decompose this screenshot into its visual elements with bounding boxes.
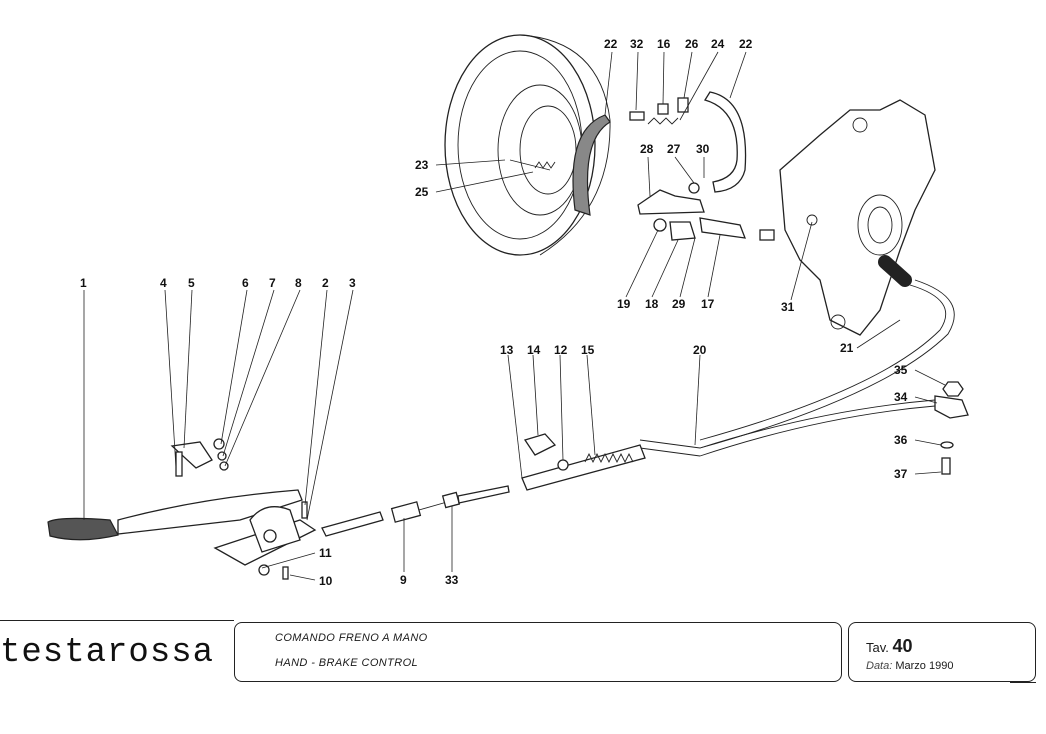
callout-8: 8 <box>295 276 302 290</box>
title-italian: COMANDO FRENO A MANO <box>275 632 428 644</box>
callout-15: 15 <box>581 343 595 357</box>
brake-disc <box>444 34 611 256</box>
sheet-date-label: Data: <box>866 660 893 672</box>
callout-17: 17 <box>701 297 715 311</box>
callout-31: 31 <box>781 300 795 314</box>
brake-shoe-left <box>572 114 611 216</box>
callout-29: 29 <box>672 297 686 311</box>
callout-16: 16 <box>657 37 671 51</box>
callout-14: 14 <box>527 343 541 357</box>
exploded-parts-diagram: 1 4 5 6 7 8 2 3 11 10 9 33 13 14 12 15 2… <box>47 34 969 588</box>
callout-6: 6 <box>242 276 249 290</box>
callout-20: 20 <box>693 343 707 357</box>
callout-37: 37 <box>894 467 908 481</box>
callout-9: 9 <box>400 573 407 587</box>
sheet-number-label: Tav. <box>866 640 889 655</box>
cam-lever-assembly <box>637 182 775 241</box>
callout-35: 35 <box>894 363 908 377</box>
callout-24: 24 <box>711 37 725 51</box>
callout-30: 30 <box>696 142 710 156</box>
title-block-right-rule <box>1010 682 1036 683</box>
adjuster-rod <box>321 485 510 537</box>
callout-26: 26 <box>685 37 699 51</box>
callout-23: 23 <box>415 158 429 172</box>
callout-5: 5 <box>188 276 195 290</box>
equalizer <box>521 433 646 491</box>
callout-22-right: 22 <box>739 37 753 51</box>
title-box <box>234 622 842 682</box>
callout-28: 28 <box>640 142 654 156</box>
callout-21: 21 <box>840 341 854 355</box>
callout-25: 25 <box>415 185 429 199</box>
callout-7: 7 <box>269 276 276 290</box>
callout-33: 33 <box>445 573 459 587</box>
callout-18: 18 <box>645 297 659 311</box>
brake-shoe-right <box>703 91 747 193</box>
callout-labels: 1 4 5 6 7 8 2 3 11 10 9 33 13 14 12 15 2… <box>80 37 908 588</box>
callout-4: 4 <box>160 276 167 290</box>
leader-lines <box>83 51 946 581</box>
callout-1: 1 <box>80 276 87 290</box>
callout-12: 12 <box>554 343 568 357</box>
sheet-info-box <box>848 622 1036 682</box>
cable-21 <box>699 255 955 449</box>
callout-13: 13 <box>500 343 514 357</box>
callout-34: 34 <box>894 390 908 404</box>
callout-11: 11 <box>319 546 332 560</box>
hub-carrier <box>779 99 936 336</box>
cable-20 <box>639 399 936 457</box>
callout-36: 36 <box>894 433 908 447</box>
sheet-number-value: 40 <box>892 636 913 656</box>
callout-19: 19 <box>617 297 631 311</box>
callout-10: 10 <box>319 574 333 588</box>
sheet-date-value: Marzo 1990 <box>895 660 954 672</box>
title-block-top-rule <box>0 620 234 621</box>
title-english: HAND - BRAKE CONTROL <box>275 657 419 669</box>
sheet-date: Data: Marzo 1990 <box>866 660 953 672</box>
callout-32: 32 <box>630 37 644 51</box>
callout-22-left: 22 <box>604 37 618 51</box>
callout-3: 3 <box>349 276 356 290</box>
callout-27: 27 <box>667 142 681 156</box>
small-bracket <box>170 438 229 477</box>
bracket-hardware <box>934 381 969 475</box>
sheet-number: Tav. 40 <box>866 636 913 657</box>
lever-bracket <box>213 501 317 580</box>
brand-logo: testarossa <box>0 634 215 672</box>
handbrake-lever <box>47 489 303 541</box>
callout-2: 2 <box>322 276 329 290</box>
